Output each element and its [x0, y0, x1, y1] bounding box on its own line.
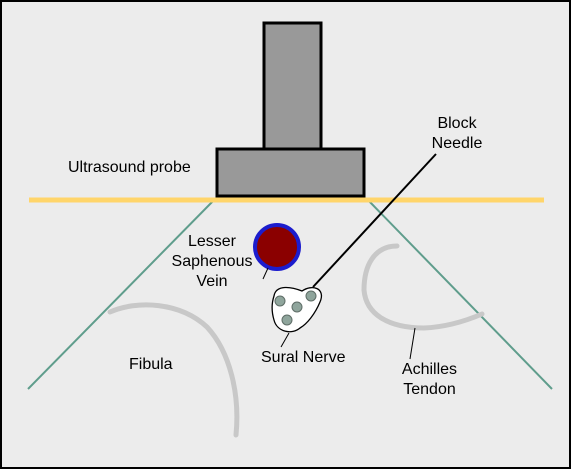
- block-needle: [312, 153, 437, 288]
- fibula-outline: [107, 302, 240, 438]
- vein-label-line: Vein: [196, 273, 228, 290]
- needle-label-line: Block: [437, 115, 477, 132]
- nerve-leader-line: [280, 332, 290, 348]
- nerve-fascicle: [305, 290, 317, 302]
- nerve-fascicle: [274, 295, 286, 307]
- probe-head: [215, 147, 366, 198]
- lesser-saphenous-vein: [253, 223, 301, 271]
- vein-label: Lesser Saphenous Vein: [157, 232, 267, 292]
- achilles-tendon-label: Achilles Tendon: [382, 360, 477, 400]
- needle-label-line: Needle: [431, 135, 483, 152]
- needle-label: Block Needle: [412, 114, 502, 154]
- tendon-leader-line: [409, 327, 416, 360]
- vein-label-line: Saphenous: [171, 253, 253, 270]
- vein-label-line: Lesser: [187, 233, 237, 250]
- achilles-tendon-outline: [361, 243, 485, 331]
- probe-handle: [262, 21, 323, 151]
- fibula-label: Fibula: [129, 356, 173, 373]
- beam-edge-left: [27, 198, 216, 390]
- nerve-fascicle: [281, 314, 293, 326]
- vein-leader-line: [262, 267, 269, 280]
- tendon-label-line: Tendon: [403, 381, 456, 398]
- nerve-fascicle: [291, 301, 303, 313]
- tendon-label-line: Achilles: [401, 361, 458, 378]
- sural-nerve-label: Sural Nerve: [261, 349, 346, 366]
- probe-label: Ultrasound probe: [68, 159, 191, 176]
- beam-edge-right: [366, 198, 553, 390]
